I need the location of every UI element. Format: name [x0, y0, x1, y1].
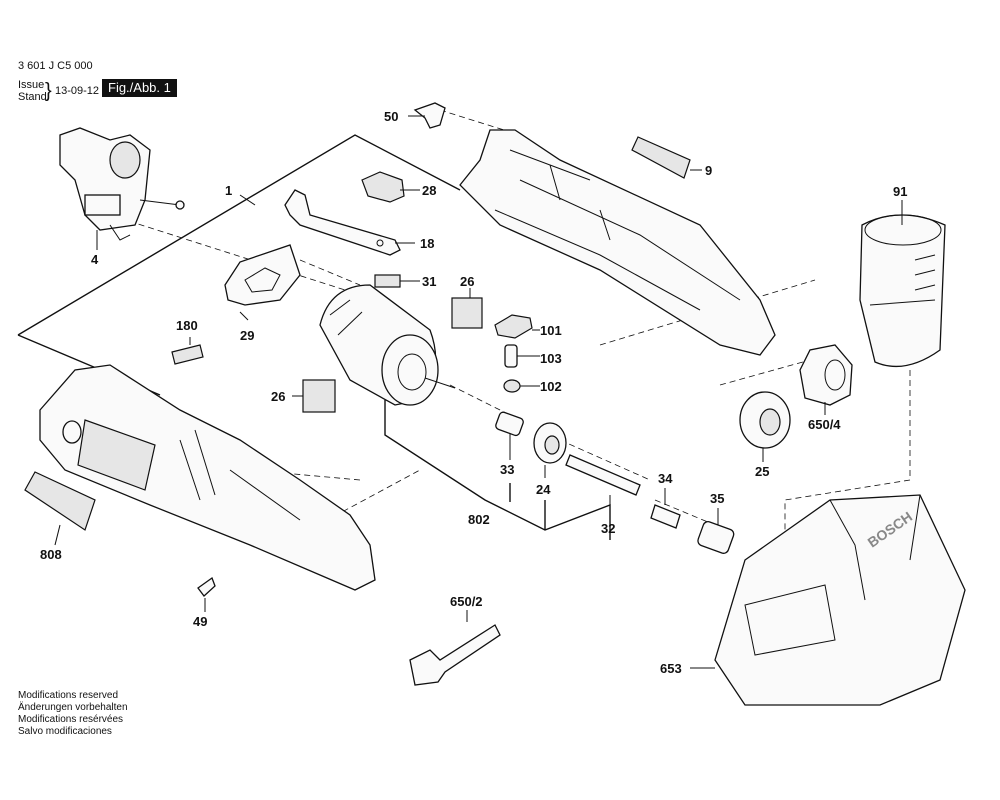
part-31: [374, 274, 401, 288]
label-p808: 808: [40, 547, 62, 562]
label-p1: 1: [225, 183, 232, 198]
part-101: [494, 314, 533, 339]
doc-number: 3 601 J C5 000: [18, 60, 93, 72]
plate-18: [284, 189, 401, 256]
label-p91: 91: [893, 184, 907, 199]
tool-handle: [39, 364, 376, 591]
collet-34: [650, 504, 681, 529]
motor: [319, 284, 456, 406]
label-p18: 18: [420, 236, 434, 251]
frame-29: [224, 244, 301, 306]
label-p802: 802: [468, 512, 490, 527]
shaft-32: [565, 454, 641, 496]
label-p28: 28: [422, 183, 436, 198]
leader-lines: [54, 115, 903, 669]
label-p25: 25: [755, 464, 769, 479]
label-p33: 33: [500, 462, 514, 477]
issue-brace: }: [45, 80, 52, 102]
clip-28: [361, 171, 405, 203]
footer-note: Änderungen vorbehalten: [18, 702, 128, 713]
label-p26b: 26: [271, 389, 285, 404]
label-p35: 35: [710, 491, 724, 506]
label-9: [631, 136, 691, 179]
coupling-33: [495, 411, 524, 437]
label-p650-2: 650/2: [450, 594, 483, 609]
part-103: [504, 344, 518, 368]
label-p9: 9: [705, 163, 712, 178]
label-p4: 4: [91, 252, 99, 267]
clip-50: [413, 102, 446, 129]
footer-note: Salvo modificaciones: [18, 726, 112, 737]
screw-49: [197, 576, 216, 597]
footer-note: Modifications reserved: [18, 690, 119, 701]
footer-note: Modifications resérvées: [18, 714, 124, 725]
switch-assembly: [59, 127, 185, 241]
battery-91: [859, 214, 946, 368]
spring-102: [503, 379, 521, 393]
label-180: [171, 344, 204, 365]
housing-half: [459, 129, 776, 356]
label-p29: 29: [240, 328, 254, 343]
label-p101: 101: [540, 323, 562, 338]
brush-26-top: [451, 297, 483, 329]
label-p180: 180: [176, 318, 198, 333]
bearing-24: [533, 422, 567, 464]
collet-nut-35: [697, 521, 735, 554]
footer-notes: Modifications reserved Änderungen vorbeh…: [18, 690, 128, 738]
figure-label: Fig./Abb. 1: [102, 79, 177, 97]
label-p50: 50: [384, 109, 398, 124]
stand-label: Stand: [18, 91, 47, 103]
wrench-650-2: [409, 624, 501, 686]
label-p103: 103: [540, 351, 562, 366]
label-p102: 102: [540, 379, 562, 394]
issue-label: Issue: [18, 79, 45, 91]
label-p34: 34: [658, 471, 673, 486]
brush-26-bottom: [302, 379, 336, 413]
label-p31: 31: [422, 274, 436, 289]
issue-date: 13-09-12: [55, 85, 100, 97]
label-p49: 49: [193, 614, 207, 629]
label-808: [24, 471, 96, 531]
charger-653: BOSCH: [714, 494, 966, 706]
label-p650-4: 650/4: [808, 417, 841, 432]
spacer-25: [739, 391, 791, 449]
nose-cap-650-4: [799, 344, 853, 406]
label-p653: 653: [660, 661, 682, 676]
part-labels: 1 4 9 18 24 25 26 26 28 29 31 32 33 34 3…: [40, 109, 907, 676]
label-p24: 24: [536, 482, 551, 497]
label-p32: 32: [601, 521, 615, 536]
label-p26a: 26: [460, 274, 474, 289]
